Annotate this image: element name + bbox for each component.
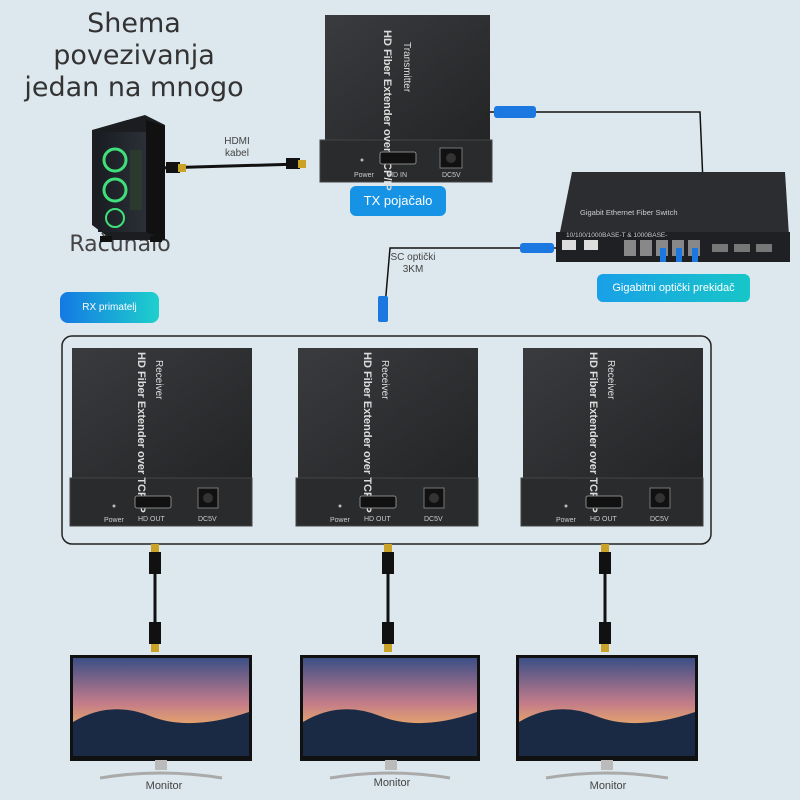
rx1-role-text: Receiver (153, 360, 164, 400)
gigabit-fiber-switch: Gigabit Ethernet Fiber Switch 10/100/100… (556, 172, 790, 262)
fiber-switch-to-rx (378, 243, 556, 322)
monitor-label-3: Monitor (589, 780, 627, 792)
rx-receiver-badge: RX primatelj (60, 292, 159, 323)
rx3-port-power: Power (556, 517, 577, 524)
rx1-port-dc5v: DC5V (198, 516, 217, 523)
rx3-model-text: HD Fiber Extender over TCP/IP (587, 352, 599, 513)
rx2-model-text: HD Fiber Extender over TCP/IP (361, 352, 373, 513)
rx1-port-hdout: HD OUT (138, 516, 166, 523)
rx2-role-text: Receiver (379, 360, 390, 400)
hdmi-cable-rx1-to-monitor1 (149, 544, 161, 652)
monitor-1 (70, 655, 252, 780)
hdmi-cable-pc-to-tx (159, 158, 306, 173)
rx1-model-text: HD Fiber Extender over TCP/IP (135, 352, 147, 513)
switch-spec-text: 10/100/1000BASE-T & 1000BASE- (566, 232, 667, 239)
rx3-role-text: Receiver (605, 360, 616, 400)
rx2-port-dc5v: DC5V (424, 516, 443, 523)
switch-name-text: Gigabit Ethernet Fiber Switch (580, 208, 678, 217)
tx-model-text: HD Fiber Extender over TCP/IP (381, 30, 393, 191)
monitor-2 (300, 655, 480, 780)
rx-receiver-device-3: HD Fiber Extender over TCP/IP Receiver P… (520, 348, 704, 527)
fiber-switch-badge: Gigabitni optički prekidač (597, 274, 750, 302)
tx-port-dc5v: DC5V (442, 172, 461, 179)
rx1-port-power: Power (104, 517, 125, 524)
tx-port-power: Power (354, 172, 375, 179)
tx-role-text: Transmitter (401, 42, 412, 93)
rx2-port-power: Power (330, 517, 351, 524)
computer-tower (92, 115, 165, 242)
diagram-title: Shema povezivanja jedan na mnogo (24, 8, 244, 103)
rx3-port-hdout: HD OUT (590, 516, 618, 523)
monitor-label-2: Monitor (373, 777, 411, 789)
rx2-port-hdout: HD OUT (364, 516, 392, 523)
rx-receiver-device-2: HD Fiber Extender over TCP/IP Receiver P… (295, 348, 479, 527)
tx-amplifier-badge: TX pojačalo (350, 186, 446, 216)
hdmi-cable-rx3-to-monitor3 (599, 544, 611, 652)
rx-receiver-device-1: HD Fiber Extender over TCP/IP Receiver P… (69, 348, 253, 527)
monitor-3 (516, 655, 698, 780)
hdmi-cable-label: HDMI kabel (224, 136, 250, 159)
monitor-label-1: Monitor (145, 780, 183, 792)
rx3-port-dc5v: DC5V (650, 516, 669, 523)
hdmi-cable-rx2-to-monitor2 (382, 544, 394, 652)
sc-fiber-label: SC optički 3KM (390, 252, 436, 275)
tx-port-hdin: HD IN (388, 172, 407, 179)
tx-transmitter-device: HD Fiber Extender over TCP/IP Transmitte… (319, 15, 493, 191)
